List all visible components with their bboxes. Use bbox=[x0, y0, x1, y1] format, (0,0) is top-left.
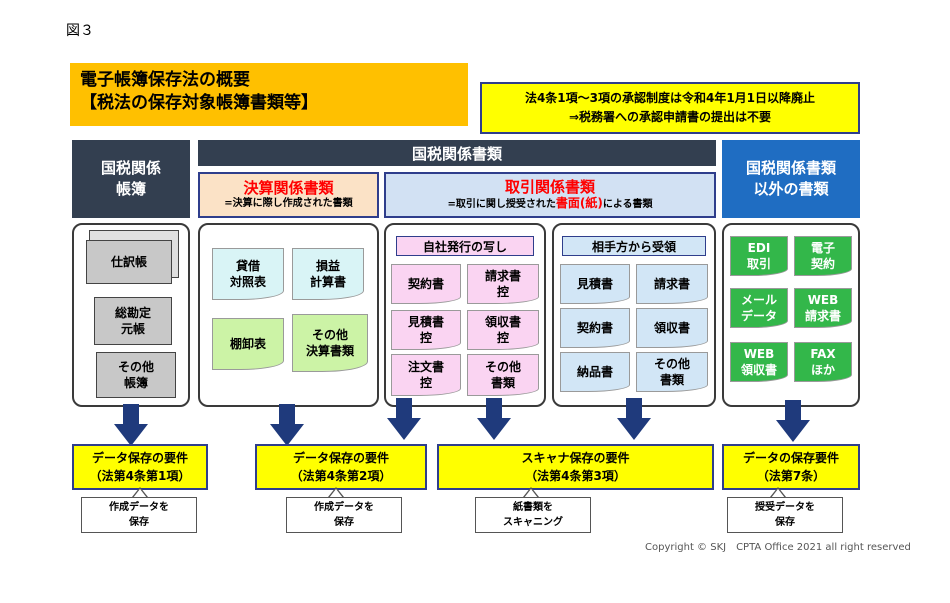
books-header: 国税関係 帳簿 bbox=[72, 140, 190, 218]
req3-line1: スキャナ保存の要件 bbox=[521, 451, 630, 465]
requirement-art4-3: スキャナ保存の要件 （法第4条第3項） bbox=[437, 444, 714, 490]
book-other: その他 帳簿 bbox=[96, 352, 176, 398]
doc-balance-sheet: 貸借 対照表 bbox=[212, 248, 284, 300]
doc-receipt-copy: 領収書 控 bbox=[467, 310, 539, 350]
arrow-down-icon bbox=[387, 398, 421, 440]
req4-line1: データの保存要件 bbox=[742, 451, 839, 465]
settlement-docs-header: 決算関係書類 =決算に際し作成された書類 bbox=[198, 172, 379, 218]
note-line1: 法4条1項～3項の承認制度は令和4年1月1日以降廃止 bbox=[524, 91, 816, 105]
requirement-art4-2: データ保存の要件 （法第4条第2項） bbox=[255, 444, 427, 490]
doc-other-settlement: その他 決算書類 bbox=[292, 314, 368, 372]
transaction-desc-red: 書面(紙) bbox=[555, 196, 603, 210]
figure-label: 図３ bbox=[66, 23, 94, 39]
other-header-line1: 国税関係書類 bbox=[745, 159, 836, 177]
title-line2: 【税法の保存対象帳簿書類等】 bbox=[80, 93, 318, 113]
doc-contract-received: 契約書 bbox=[560, 308, 630, 348]
doc-fax: FAX ほか bbox=[794, 342, 852, 382]
self-issued-label: 自社発行の写し bbox=[396, 236, 534, 256]
copyright-notice: Copyright © SKJ CPTA Office 2021 all rig… bbox=[645, 542, 911, 553]
req1-line2: （法第4条第1項） bbox=[89, 469, 191, 483]
doc-email-data: メール データ bbox=[730, 288, 788, 328]
settlement-title: 決算関係書類 bbox=[243, 179, 334, 197]
callout-pointer bbox=[132, 487, 148, 498]
arrow-down-icon bbox=[617, 398, 651, 440]
callout-save-created-data-2: 作成データを 保存 bbox=[286, 497, 402, 533]
doc-e-contract: 電子 契約 bbox=[794, 236, 852, 276]
doc-delivery-received: 納品書 bbox=[560, 352, 630, 392]
books-header-line2: 帳簿 bbox=[115, 180, 146, 198]
callout-pointer bbox=[770, 487, 786, 498]
transaction-desc: =取引に関し授受された書面(紙)による書類 bbox=[447, 196, 652, 212]
received-label: 相手方から受領 bbox=[562, 236, 706, 256]
doc-inventory-list: 棚卸表 bbox=[212, 318, 284, 370]
doc-order-copy: 注文書 控 bbox=[391, 354, 461, 396]
transaction-title: 取引関係書類 bbox=[504, 178, 595, 196]
doc-web-invoice: WEB 請求書 bbox=[794, 288, 852, 328]
callout-scan-paper: 紙書類を スキャニング bbox=[475, 497, 591, 533]
doc-contract-copy: 契約書 bbox=[391, 264, 461, 304]
arrow-down-icon bbox=[270, 404, 304, 446]
doc-other-received: その他 書類 bbox=[636, 352, 708, 392]
doc-invoice-received: 請求書 bbox=[636, 264, 708, 304]
other-docs-header: 国税関係書類 以外の書類 bbox=[722, 140, 860, 218]
callout-save-exchanged-data: 授受データを 保存 bbox=[727, 497, 843, 533]
transaction-docs-header: 取引関係書類 =取引に関し授受された書面(紙)による書類 bbox=[384, 172, 716, 218]
book-journal: 仕訳帳 bbox=[86, 240, 172, 284]
requirement-art7: データの保存要件 （法第7条） bbox=[722, 444, 860, 490]
doc-invoice-copy: 請求書 控 bbox=[467, 264, 539, 304]
title-line1: 電子帳簿保存法の概要 bbox=[80, 70, 250, 90]
books-header-line1: 国税関係 bbox=[100, 159, 161, 177]
req1-line1: データ保存の要件 bbox=[91, 451, 188, 465]
req4-line2: （法第7条） bbox=[756, 469, 826, 483]
note-line2: ⇒税務署への承認申請書の提出は不要 bbox=[568, 110, 772, 124]
doc-receipt-received: 領収書 bbox=[636, 308, 708, 348]
diagram-title: 電子帳簿保存法の概要 【税法の保存対象帳簿書類等】 bbox=[70, 63, 468, 126]
arrow-down-icon bbox=[477, 398, 511, 440]
book-general-ledger: 総勘定 元帳 bbox=[94, 297, 172, 345]
arrow-down-icon bbox=[776, 400, 810, 442]
transaction-desc-post: による書類 bbox=[602, 199, 653, 210]
settlement-desc: =決算に際し作成された書類 bbox=[224, 198, 353, 209]
doc-quote-copy: 見積書 控 bbox=[391, 310, 461, 350]
callout-save-created-data: 作成データを 保存 bbox=[81, 497, 197, 533]
doc-income-statement: 損益 計算書 bbox=[292, 248, 364, 300]
callout-pointer bbox=[328, 487, 344, 498]
callout-pointer bbox=[523, 487, 539, 498]
req2-line1: データ保存の要件 bbox=[292, 451, 389, 465]
requirement-art4-1: データ保存の要件 （法第4条第1項） bbox=[72, 444, 208, 490]
doc-web-receipt: WEB 領収書 bbox=[730, 342, 788, 382]
doc-edi: EDI 取引 bbox=[730, 236, 788, 276]
documents-header: 国税関係書類 bbox=[198, 140, 716, 166]
req2-line2: （法第4条第2項） bbox=[290, 469, 392, 483]
transaction-desc-pre: =取引に関し授受された bbox=[447, 199, 556, 210]
doc-other-issued: その他 書類 bbox=[467, 354, 539, 396]
arrow-down-icon bbox=[114, 404, 148, 446]
req3-line2: （法第4条第3項） bbox=[525, 469, 626, 483]
abolition-note: 法4条1項～3項の承認制度は令和4年1月1日以降廃止 ⇒税務署への承認申請書の提… bbox=[480, 82, 860, 134]
doc-quote-received: 見積書 bbox=[560, 264, 630, 304]
other-header-line2: 以外の書類 bbox=[753, 180, 829, 198]
